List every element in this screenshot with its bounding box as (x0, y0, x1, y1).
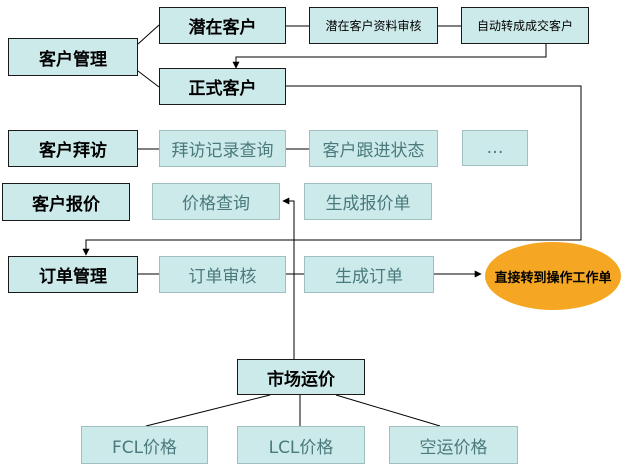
potential-review-box[interactable]: 潜在客户资料审核 (309, 7, 438, 44)
customer-visit-box[interactable]: 客户拜访 (8, 130, 138, 167)
line-auto-to-formal (232, 44, 547, 69)
fcl-price-box[interactable]: FCL价格 (81, 426, 208, 464)
line-market-to-air (335, 394, 441, 427)
line-market-to-fcl (145, 394, 271, 427)
lcl-price-box[interactable]: LCL价格 (237, 426, 365, 464)
auto-convert-box[interactable]: 自动转成成交客户 (461, 7, 589, 44)
followup-status-box[interactable]: 客户跟进状态 (309, 130, 438, 167)
potential-customer-box[interactable]: 潜在客户 (159, 7, 286, 44)
generate-order-box[interactable]: 生成订单 (304, 256, 434, 293)
generate-quote-box[interactable]: 生成报价单 (304, 183, 432, 220)
air-price-box[interactable]: 空运价格 (389, 426, 518, 464)
order-management-box[interactable]: 订单管理 (8, 256, 138, 293)
formal-customer-box[interactable]: 正式客户 (159, 68, 286, 105)
customer-quote-box[interactable]: 客户报价 (2, 183, 130, 221)
visit-record-query-box[interactable]: 拜访记录查询 (159, 130, 286, 167)
line-mgmt-to-formal (137, 70, 160, 88)
line-mgmt-to-potential (137, 24, 160, 45)
line-market-to-price-query (282, 197, 295, 359)
work-order-oval[interactable]: 直接转到操作工作单 (485, 242, 621, 310)
order-review-box[interactable]: 订单审核 (159, 256, 286, 293)
market-price-box[interactable]: 市场运价 (237, 359, 365, 395)
more-box[interactable]: … (462, 130, 528, 166)
customer-management-box[interactable]: 客户管理 (8, 38, 138, 76)
line-formal-to-order (82, 85, 582, 256)
price-query-box[interactable]: 价格查询 (152, 183, 280, 220)
